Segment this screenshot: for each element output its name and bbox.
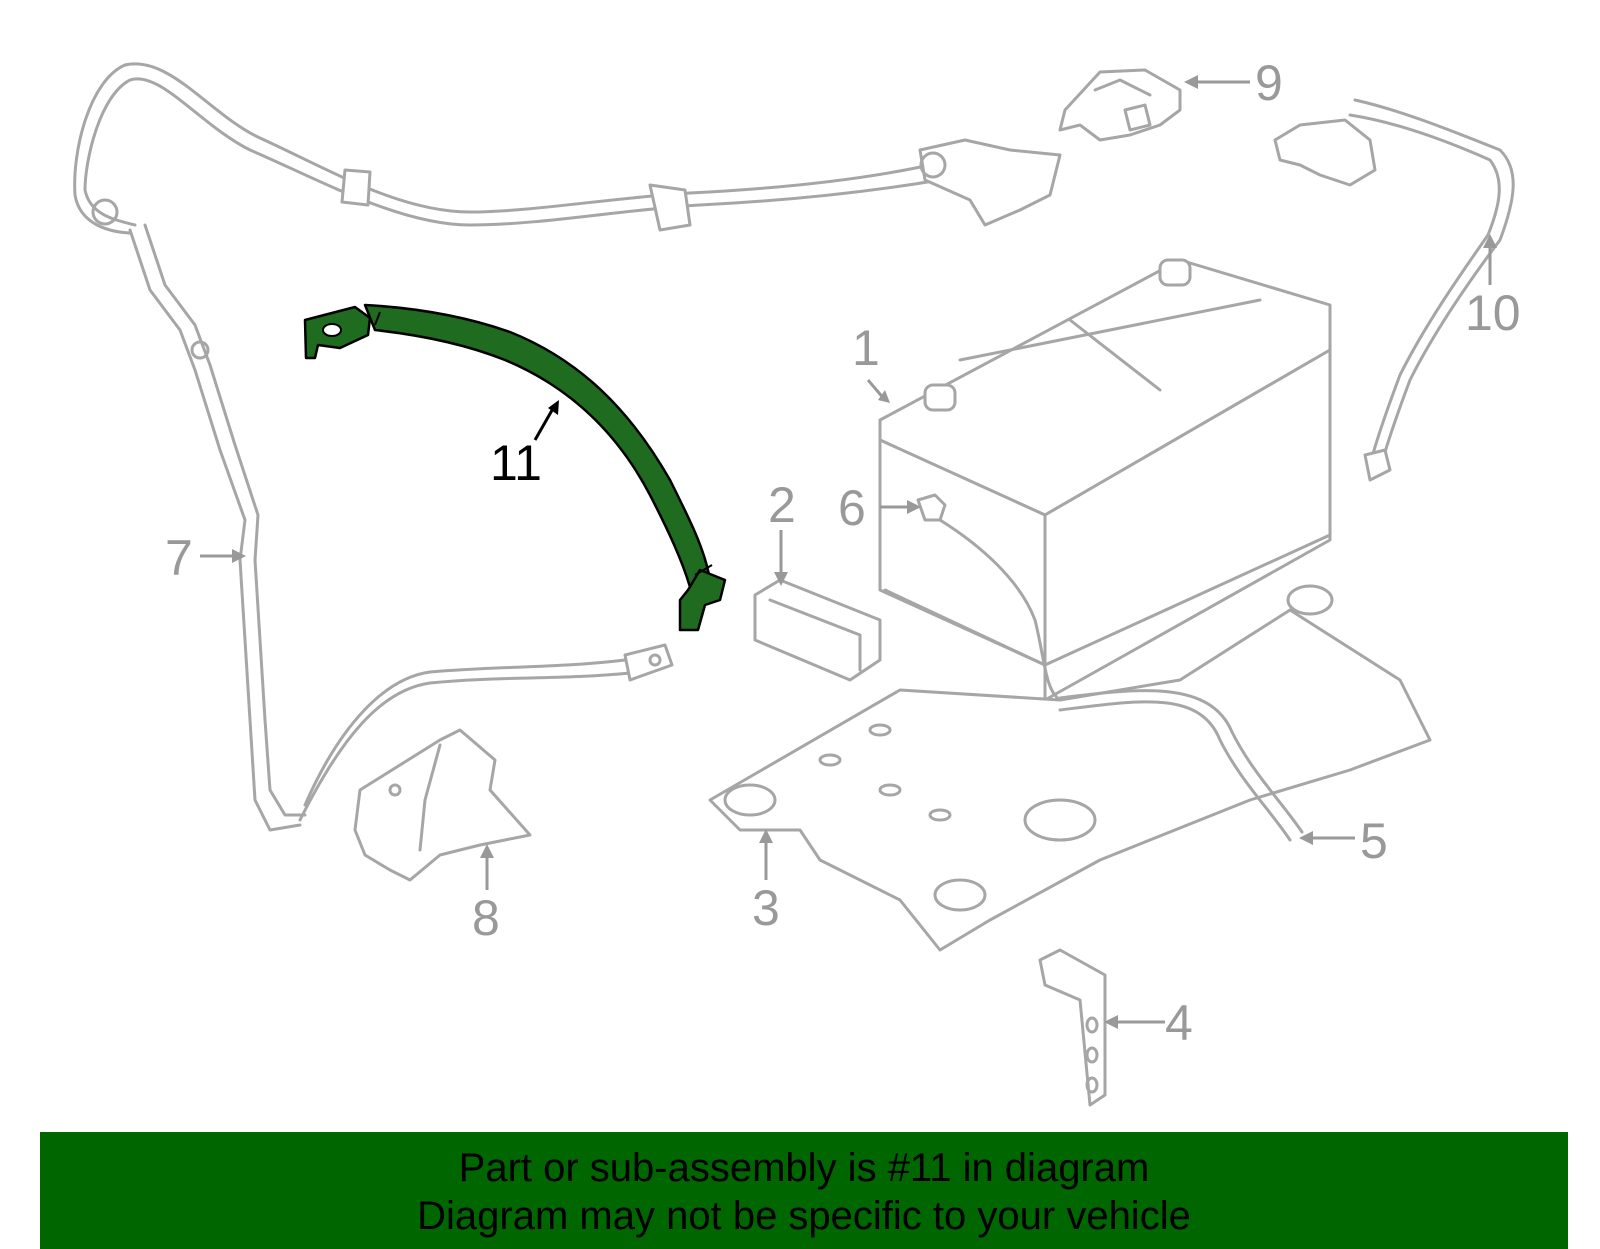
callout-5: 5 [1360,813,1388,869]
arrowhead-11 [548,400,559,415]
callout-9: 9 [1255,55,1283,111]
arrowhead-3 [759,829,773,843]
exploded-parts-diagram: 1 2 3 4 5 6 7 8 9 10 11 [73,55,1521,1107]
callout-3: 3 [752,880,780,936]
part-11-highlighted-cable [303,303,727,632]
arrowhead-6 [907,500,921,514]
leader-11 [533,404,557,441]
arrowhead-2 [774,572,788,586]
part-3-tray [708,584,1432,952]
callout-6: 6 [838,480,866,536]
part-5-hose [1058,689,1304,842]
part-4-bracket [1038,948,1107,1107]
part-6-vent [916,493,1062,702]
arrowhead-5 [1299,831,1313,845]
arrowhead-7 [232,549,246,563]
arrowhead-9 [1184,75,1198,89]
part-2-hold-down [753,578,882,682]
callout-11: 11 [490,435,542,491]
callout-7: 7 [165,530,193,586]
arrowhead-10 [1483,234,1497,248]
part-10-cable [1273,98,1515,482]
part-7-cable [73,62,1062,832]
part-1-battery [878,258,1332,702]
callout-2: 2 [768,477,796,533]
arrowhead-1 [878,390,890,403]
banner-line-2: Diagram may not be specific to your vehi… [417,1194,1191,1238]
callout-1: 1 [852,320,880,376]
banner-line-1: Part or sub-assembly is #11 in diagram [458,1146,1150,1190]
callout-10: 10 [1465,285,1521,341]
info-banner: Part or sub-assembly is #11 in diagram D… [40,1132,1568,1249]
callout-4: 4 [1165,995,1193,1051]
part-8-bracket [353,728,532,882]
part-9-terminal-clamp [1058,68,1182,142]
callout-8: 8 [472,890,500,946]
arrowhead-4 [1104,1015,1118,1029]
arrowhead-8 [480,844,494,858]
